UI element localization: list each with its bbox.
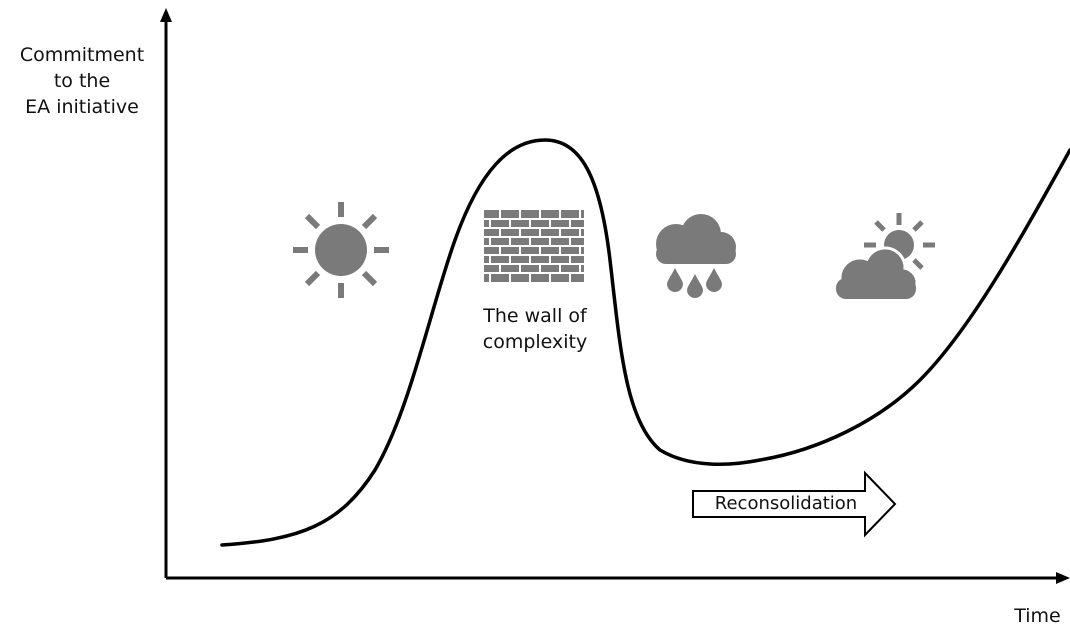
y-axis (160, 8, 172, 578)
y-axis-label-line: to the (53, 70, 111, 92)
reconsolidation-arrow (692, 470, 897, 538)
y-axis-label: Commitment to the EA initiative (2, 42, 162, 120)
x-axis-label: Time (1014, 605, 1061, 627)
sun-behind-cloud-icon (836, 213, 935, 300)
wall-of-complexity-label: The wall of complexity (455, 303, 615, 355)
y-axis-label-line: EA initiative (25, 96, 139, 118)
commitment-curve (220, 138, 1070, 547)
x-axis (166, 572, 1070, 584)
brick-wall-icon (484, 210, 584, 282)
wall-label-line: complexity (482, 331, 588, 353)
reconsolidation-label: Reconsolidation (714, 493, 858, 514)
wall-label-line: The wall of (483, 305, 587, 327)
sun-icon (293, 202, 389, 298)
rain-cloud-icon (656, 214, 736, 298)
y-axis-label-line: Commitment (19, 44, 145, 66)
